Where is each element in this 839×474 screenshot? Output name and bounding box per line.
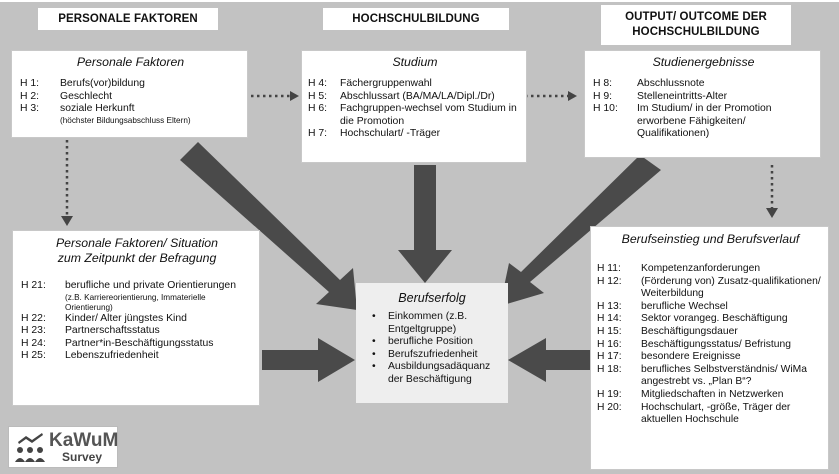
- berufseinstieg-box: Berufseinstieg und Berufsverlauf H 11:Ko…: [590, 226, 829, 470]
- arrow-situation-to-berufserfolg: [262, 338, 355, 382]
- hypothesis-h4: H 4: Fächergruppenwahl: [308, 78, 432, 89]
- hypothesis-h13: H 13:berufliche Wechsel: [597, 300, 728, 312]
- hypothesis-h8: H 8: Abschlussnote: [593, 78, 705, 89]
- logo-word: KaWuM: [49, 430, 119, 451]
- personale-faktoren-title: Personale Faktoren: [76, 55, 185, 69]
- hypothesis-h3-note: (höchster Bildungsabschluss Eltern): [60, 115, 191, 125]
- list-item: •Berufszufriedenheit: [372, 348, 478, 360]
- arrow-berufseinstieg-to-berufserfolg: [508, 338, 590, 382]
- studium-box: Studium H 4: Fächergruppenwahl H 5: Absc…: [301, 50, 527, 163]
- hypothesis-h2: H 2: Geschlecht: [20, 90, 112, 102]
- hypothesis-h15: H 15:Beschäftigungsdauer: [597, 325, 738, 337]
- people-network-icon: [15, 433, 45, 462]
- berufserfolg-box: Berufserfolg •Einkommen (z.B. Entgeltgru…: [356, 283, 508, 403]
- header-output-outcome: OUTPUT/ OUTCOME DER HOCHSCHULBILDUNG: [601, 5, 791, 45]
- hypothesis-h21-note: (z.B. Karriereorientierung, Immaterielle…: [65, 292, 206, 312]
- logo-sub: Survey: [62, 450, 103, 464]
- studium-title: Studium: [392, 55, 438, 69]
- kawum-survey-logo: KaWuM Survey: [8, 426, 118, 468]
- hypothesis-h18: H 18:berufliches Selbstverständnis/ WiMa…: [597, 363, 807, 388]
- hypothesis-h21: H 21: berufliche und private Orientierun…: [21, 280, 236, 291]
- situation-box: Personale Faktoren/ Situation zum Zeitpu…: [12, 230, 260, 406]
- dotted-arrow-heads: [61, 91, 778, 226]
- hypothesis-h14: H 14:Sektor vorangeg. Beschäftigung: [597, 313, 788, 325]
- hypothesis-h12: H 12:(Förderung von) Zusatz-qualifikatio…: [597, 275, 821, 300]
- hypothesis-h11: H 11:Kompetenzanforderungen: [597, 263, 761, 274]
- hypothesis-h3: H 3: soziale Herkunft: [20, 103, 135, 115]
- berufserfolg-title: Berufserfolg: [398, 291, 466, 305]
- list-item: •berufliche Position: [372, 336, 473, 348]
- hypothesis-h7: H 7: Hochschulart/ -Träger: [308, 128, 441, 140]
- hypothesis-h25: H 25: Lebenszufriedenheit: [21, 350, 159, 362]
- thick-arrows: [180, 142, 661, 382]
- dotted-arrows: [65, 94, 774, 216]
- berufserfolg-list: •Einkommen (z.B. Entgeltgruppe) •berufli…: [356, 311, 508, 387]
- hypothesis-h16: H 16:Beschäftigungsstatus/ Befristung: [597, 338, 791, 350]
- hypothesis-h10: H 10: Im Studium/ in der Promotion erwor…: [593, 103, 772, 140]
- hypothesis-h23: H 23: Partnerschaftsstatus: [21, 325, 160, 337]
- hypothesis-h1: H 1: Berufs(vor)bildung: [20, 78, 145, 89]
- berufseinstieg-title: Berufseinstieg und Berufsverlauf: [621, 232, 800, 246]
- studienergebnisse-title: Studienergebnisse: [652, 55, 755, 69]
- list-item: •Einkommen (z.B. Entgeltgruppe): [372, 311, 468, 335]
- hypothesis-h19: H 19:Mitgliedschaften in Netzwerken: [597, 388, 784, 400]
- personale-faktoren-box: Personale Faktoren H 1: Berufs(vor)bildu…: [11, 50, 248, 138]
- situation-title: Personale Faktoren/ Situation zum Zeitpu…: [55, 236, 218, 265]
- arrow-personale-to-berufserfolg: [180, 142, 357, 310]
- studienergebnisse-box: Studienergebnisse H 8: Abschlussnote H 9…: [584, 50, 821, 158]
- arrow-studienergebnisse-to-berufserfolg: [500, 155, 661, 306]
- list-item: •Ausbildungsadäquanz der Beschäftigung: [372, 361, 491, 385]
- hypothesis-h6: H 6: Fachgruppen-wechsel vom Studium in …: [308, 103, 517, 127]
- hypothesis-h9: H 9: Stelleneintritts-Alter: [593, 90, 728, 102]
- hypothesis-h5: H 5: Abschlussart (BA/MA/LA/Dipl./Dr): [308, 90, 495, 102]
- hypothesis-h17: H 17:besondere Ereignisse: [597, 351, 741, 363]
- hypothesis-h22: H 22: Kinder/ Alter jüngstes Kind: [21, 312, 187, 324]
- header-personale-faktoren: PERSONALE FAKTOREN: [38, 8, 218, 30]
- arrow-studium-to-berufserfolg: [398, 165, 452, 283]
- header-hochschulbildung: HOCHSCHULBILDUNG: [323, 8, 509, 30]
- hypothesis-h20: H 20:Hochschulart, -größe, Träger der ak…: [597, 401, 791, 426]
- hypothesis-h24: H 24: Partner*in-Beschäftigungsstatus: [21, 337, 214, 349]
